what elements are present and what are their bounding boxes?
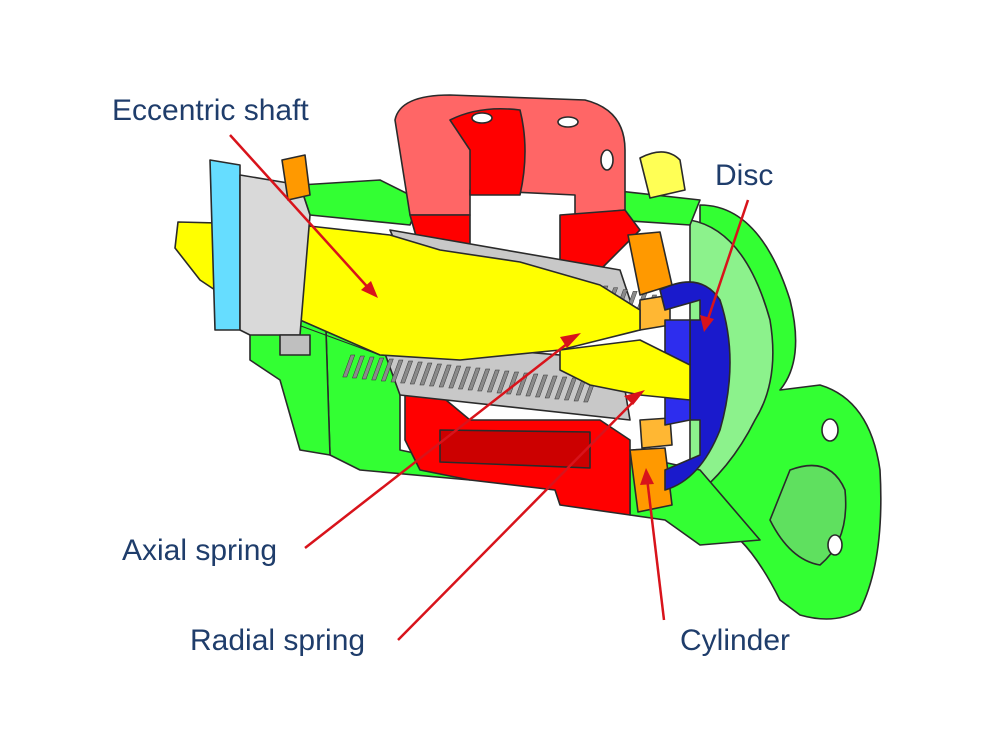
arrowhead-radial-spring	[624, 390, 645, 405]
spring-tooth	[525, 373, 539, 397]
label-axial-spring: Axial spring	[122, 534, 277, 567]
arrowhead-disc	[700, 315, 714, 332]
bolts	[281, 151, 686, 201]
callout-arrows	[229, 134, 750, 641]
spring-tooth	[438, 364, 452, 388]
label-radial-spring: Radial spring	[190, 624, 365, 657]
arrow-disc	[705, 199, 750, 323]
spring-tooth	[400, 360, 413, 384]
spring-tooth	[458, 366, 471, 390]
label-cylinder: Cylinder	[680, 624, 790, 657]
label-eccentric-shaft: Eccentric shaft	[112, 94, 309, 127]
spring-tooth	[429, 363, 442, 387]
spring-tooth	[448, 365, 462, 389]
spring-tooth	[361, 356, 375, 380]
red-housing	[394, 94, 641, 516]
spring-tooth	[515, 372, 529, 396]
arrow-radial-spring	[397, 397, 638, 641]
arrowhead-eccentric-shaft	[361, 281, 378, 298]
spring-tooth	[342, 354, 356, 378]
spring-tooth	[554, 376, 568, 400]
spring-tooth	[544, 375, 558, 399]
spring-tooth	[409, 361, 423, 385]
spring-tooth	[477, 368, 491, 392]
spring-tooth	[467, 367, 481, 391]
cylinder-part	[627, 231, 673, 513]
spring-tooth	[371, 357, 385, 381]
spring-tooth	[535, 374, 548, 398]
arrow-eccentric-shaft	[229, 134, 373, 293]
spring-tooth	[496, 370, 510, 394]
label-disc: Disc	[715, 159, 773, 192]
spring-tooth	[419, 362, 433, 386]
arrowhead-axial-spring	[560, 333, 581, 348]
spring-tooth	[390, 359, 404, 383]
spring-tooth	[486, 369, 500, 393]
arrow-cylinder	[645, 477, 666, 621]
spring-tooth	[380, 358, 394, 382]
arrow-axial-spring	[304, 339, 573, 549]
spring-tooth	[352, 355, 365, 379]
arrowhead-cylinder	[640, 468, 654, 485]
